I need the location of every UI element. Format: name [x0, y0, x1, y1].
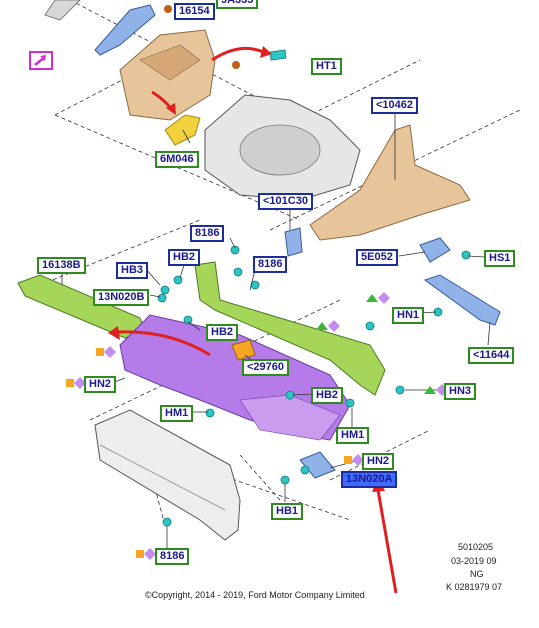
arrow-glyph [34, 55, 46, 66]
marker-symbols [66, 292, 448, 560]
diagram-date: 03-2019 09 [451, 556, 497, 566]
callout-hb2-top[interactable]: HB2 [168, 249, 201, 266]
callout-16154[interactable]: 16154 [174, 3, 215, 20]
diagram-ref: K 0281979 07 [446, 582, 503, 592]
diagram-code: 5010205 [458, 542, 494, 552]
callout-hm1-right[interactable]: HM1 [336, 427, 370, 444]
callout-8186-mid[interactable]: 8186 [253, 256, 288, 273]
reinforcement-part [164, 114, 201, 146]
fastener-dot [164, 5, 172, 13]
right-apron-part [309, 124, 471, 241]
expand-arrow-icon[interactable] [29, 51, 53, 70]
callout-hm1-left[interactable]: HM1 [160, 405, 194, 422]
wheelhouse-part [204, 94, 361, 201]
callout-hn1[interactable]: HN1 [392, 307, 425, 324]
callout-5e052[interactable]: 5E052 [356, 249, 398, 266]
callout-13n020a[interactable]: 13N020A [341, 471, 398, 488]
callout-29760[interactable]: <29760 [242, 359, 290, 376]
plate-part [284, 227, 303, 257]
callout-9a335[interactable]: 9A335 [216, 0, 259, 9]
callout-hn2-left[interactable]: HN2 [84, 376, 117, 393]
callout-ht1[interactable]: HT1 [311, 58, 342, 75]
bracket-29760-part [231, 339, 256, 361]
callout-hn3[interactable]: HN3 [444, 383, 477, 400]
callout-13n020b[interactable]: 13N020B [93, 289, 150, 306]
diagram-region: NG [470, 569, 484, 579]
callout-hb2-low[interactable]: HB2 [311, 387, 344, 404]
left-apron-part [119, 29, 216, 121]
fastener-dot [232, 61, 240, 69]
callout-8186-bottom[interactable]: 8186 [155, 548, 190, 565]
copyright-notice: ©Copyright, 2014 - 2019, Ford Motor Comp… [145, 590, 365, 600]
callout-10462[interactable]: <10462 [371, 97, 419, 114]
upper-bracket-part [44, 0, 156, 56]
callout-hb3[interactable]: HB3 [116, 262, 149, 279]
callout-16138b[interactable]: 16138B [37, 257, 86, 274]
callout-11644[interactable]: <11644 [468, 347, 515, 364]
right-bracket-parts [299, 237, 501, 479]
callout-8186-top[interactable]: 8186 [190, 225, 225, 242]
callout-6m046[interactable]: 6M046 [155, 151, 199, 168]
callout-101c30[interactable]: <101C30 [258, 193, 313, 210]
callout-hn2-right[interactable]: HN2 [362, 453, 395, 470]
callout-hb2-mid[interactable]: HB2 [206, 324, 239, 341]
bumper-beam-part [94, 409, 241, 541]
callout-hb1[interactable]: HB1 [271, 503, 304, 520]
callout-hs1[interactable]: HS1 [484, 250, 516, 267]
